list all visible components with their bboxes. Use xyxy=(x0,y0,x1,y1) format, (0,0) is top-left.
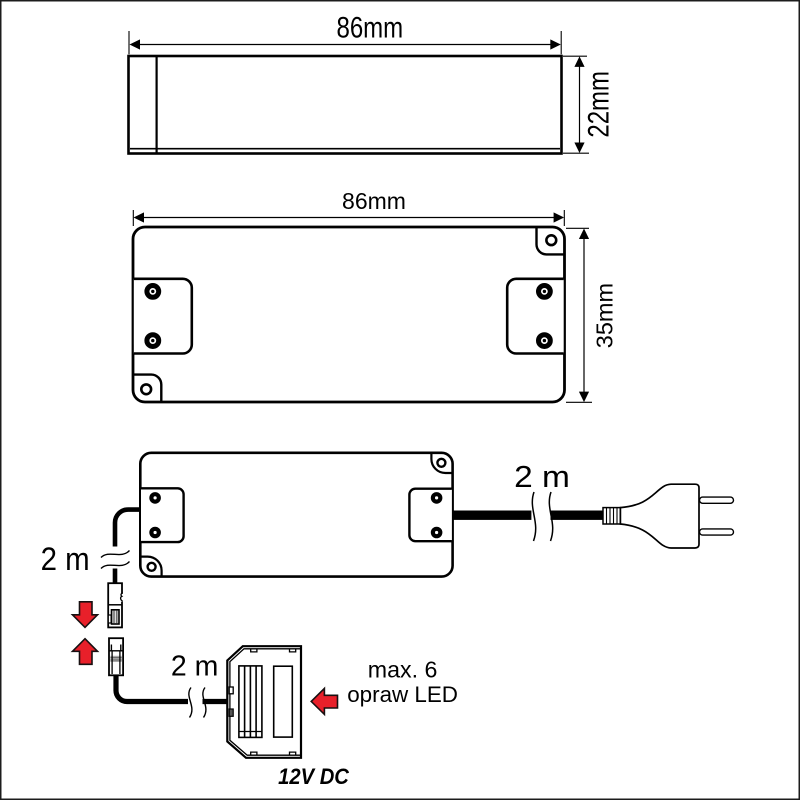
svg-text:12V DC: 12V DC xyxy=(278,765,350,789)
svg-text:2 m: 2 m xyxy=(171,650,219,682)
svg-text:max. 6: max. 6 xyxy=(368,657,438,683)
svg-text:86mm: 86mm xyxy=(342,188,406,214)
svg-text:opraw LED: opraw LED xyxy=(347,682,458,707)
svg-text:86mm: 86mm xyxy=(336,11,403,44)
svg-text:22mm: 22mm xyxy=(582,71,615,138)
svg-text:35mm: 35mm xyxy=(592,283,618,348)
svg-text:2 m: 2 m xyxy=(514,459,570,494)
svg-text:2 m: 2 m xyxy=(41,541,90,577)
